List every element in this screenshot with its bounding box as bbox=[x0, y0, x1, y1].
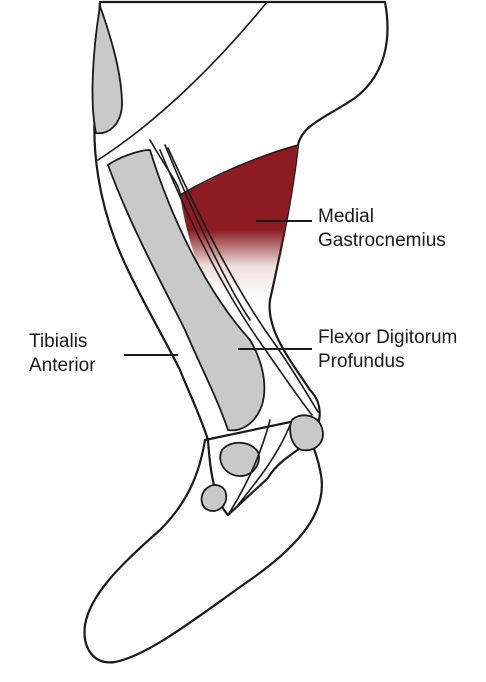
label-tibialis-anterior-line2: Anterior bbox=[29, 354, 96, 378]
talus-bone bbox=[220, 443, 259, 476]
label-tibialis-anterior-line1: Tibialis bbox=[29, 330, 96, 354]
label-flexor-digitorum-profundus-line2: Profundus bbox=[318, 350, 457, 374]
tarsal-bone bbox=[202, 485, 227, 511]
femur-bone bbox=[93, 6, 122, 133]
label-flexor-digitorum-profundus-line1: Flexor Digitorum bbox=[318, 326, 457, 350]
label-medial-gastrocnemius: Medial Gastrocnemius bbox=[318, 205, 446, 253]
muscle-division-line-1 bbox=[98, 2, 267, 160]
label-medial-gastrocnemius-line2: Gastrocnemius bbox=[318, 229, 446, 253]
label-tibialis-anterior: Tibialis Anterior bbox=[29, 330, 96, 378]
foot-outline bbox=[85, 420, 322, 662]
label-flexor-digitorum-profundus: Flexor Digitorum Profundus bbox=[318, 326, 457, 374]
label-medial-gastrocnemius-line1: Medial bbox=[318, 205, 446, 229]
calcaneus-bone bbox=[290, 415, 323, 450]
